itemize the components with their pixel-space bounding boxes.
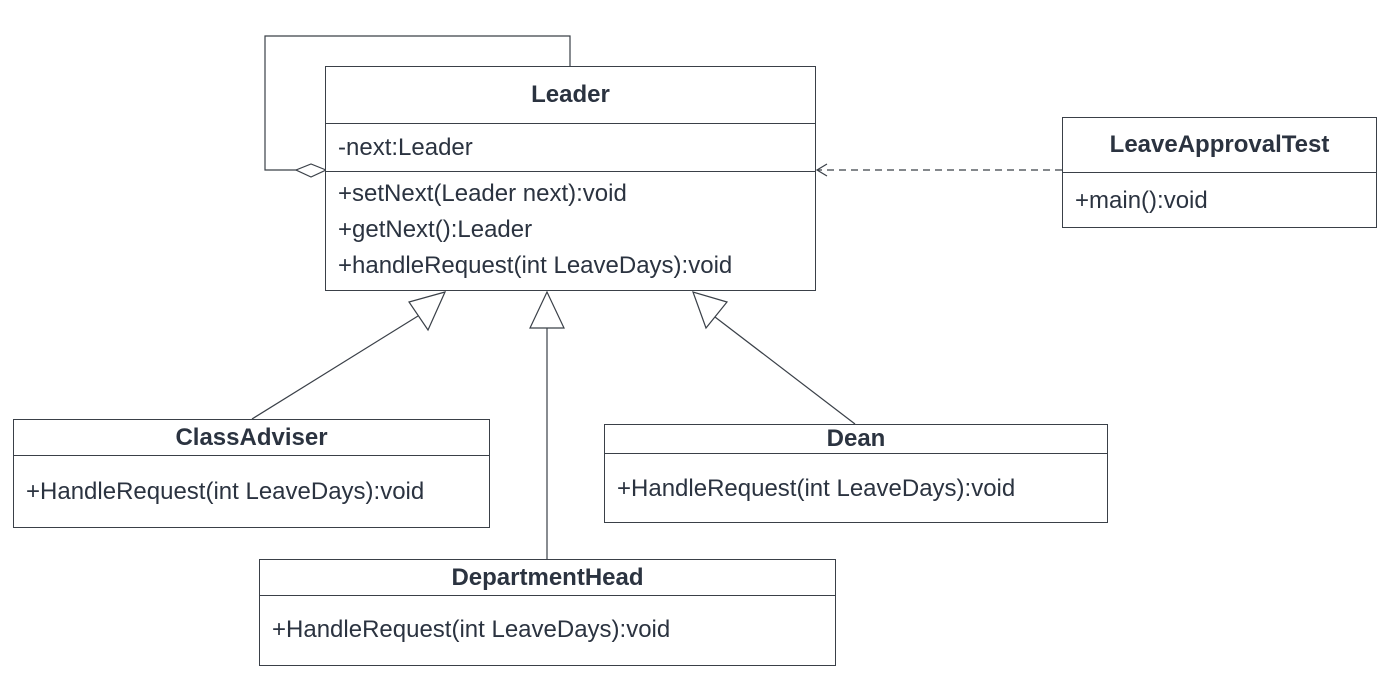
operation-handle-request: +HandleRequest(int LeaveDays):void: [617, 475, 1016, 502]
class-leave-approval-test: LeaveApprovalTest +main():void: [1062, 117, 1377, 228]
class-department-head-operations: +HandleRequest(int LeaveDays):void: [260, 596, 835, 648]
class-dean-operations: +HandleRequest(int LeaveDays):void: [605, 454, 1107, 507]
generalization-arrowhead-icon: [408, 291, 447, 332]
class-department-head-name: DepartmentHead: [260, 560, 835, 596]
class-class-adviser-name: ClassAdviser: [14, 420, 489, 456]
class-leader: Leader -next:Leader +setNext(Leader next…: [325, 66, 816, 291]
class-dean: Dean +HandleRequest(int LeaveDays):void: [604, 424, 1108, 523]
operation-main: +main():void: [1075, 187, 1208, 214]
class-leader-attributes: -next:Leader: [326, 124, 815, 172]
operation-handle-request: +HandleRequest(int LeaveDays):void: [26, 478, 425, 505]
class-class-adviser-operations: +HandleRequest(int LeaveDays):void: [14, 456, 489, 510]
generalization-arrowhead-icon: [529, 290, 565, 329]
generalization-line-class-adviser: [251, 315, 419, 420]
aggregation-diamond-icon: [294, 163, 328, 178]
generalization-line-dean: [714, 316, 856, 425]
class-class-adviser: ClassAdviser +HandleRequest(int LeaveDay…: [13, 419, 490, 528]
self-aggregation-line: [264, 35, 571, 171]
operation-set-next: +setNext(Leader next):void: [338, 180, 627, 207]
class-leave-approval-test-name: LeaveApprovalTest: [1063, 118, 1376, 173]
class-leave-approval-test-operations: +main():void: [1063, 173, 1376, 219]
class-leader-name: Leader: [326, 67, 815, 124]
class-dean-name: Dean: [605, 425, 1107, 454]
operation-handle-request: +handleRequest(int LeaveDays):void: [338, 252, 733, 279]
attribute-next: -next:Leader: [338, 134, 473, 161]
class-department-head: DepartmentHead +HandleRequest(int LeaveD…: [259, 559, 836, 666]
dependency-arrowhead-icon: [815, 163, 828, 177]
operation-get-next: +getNext():Leader: [338, 216, 533, 243]
class-leader-operations: +setNext(Leader next):void +getNext():Le…: [326, 172, 815, 284]
operation-handle-request: +HandleRequest(int LeaveDays):void: [272, 616, 671, 643]
generalization-arrowhead-icon: [692, 291, 729, 330]
